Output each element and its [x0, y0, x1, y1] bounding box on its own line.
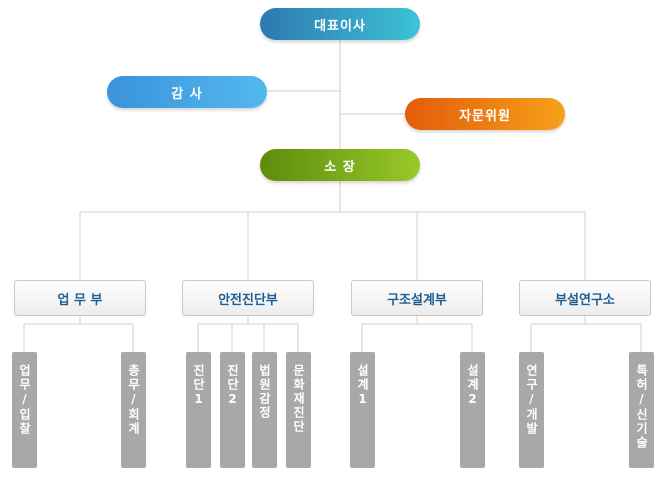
- advisory-box: 자문위원: [405, 98, 565, 130]
- ceo-box: 대표이사: [260, 8, 420, 40]
- team-general-accounting: 총무/회계: [121, 352, 146, 468]
- team-diagnosis-1: 진단1: [186, 352, 211, 468]
- team-cultural-diagnosis: 문화재진단: [286, 352, 311, 468]
- auditor-box: 감 사: [107, 76, 267, 108]
- dept-research-lab: 부설연구소: [519, 280, 651, 316]
- director-box: 소 장: [260, 149, 420, 181]
- team-court-appraisal: 법원감정: [252, 352, 277, 468]
- dept-structural-design: 구조설계부: [351, 280, 483, 316]
- team-design-1: 설계1: [350, 352, 375, 468]
- team-patent-tech: 특허/신기술: [629, 352, 654, 468]
- team-research-dev: 연구/개발: [519, 352, 544, 468]
- team-diagnosis-2: 진단2: [220, 352, 245, 468]
- team-business-bid: 업무/입찰: [12, 352, 37, 468]
- team-design-2: 설계2: [460, 352, 485, 468]
- dept-business: 업 무 부: [14, 280, 146, 316]
- dept-safety-diagnosis: 안전진단부: [182, 280, 314, 316]
